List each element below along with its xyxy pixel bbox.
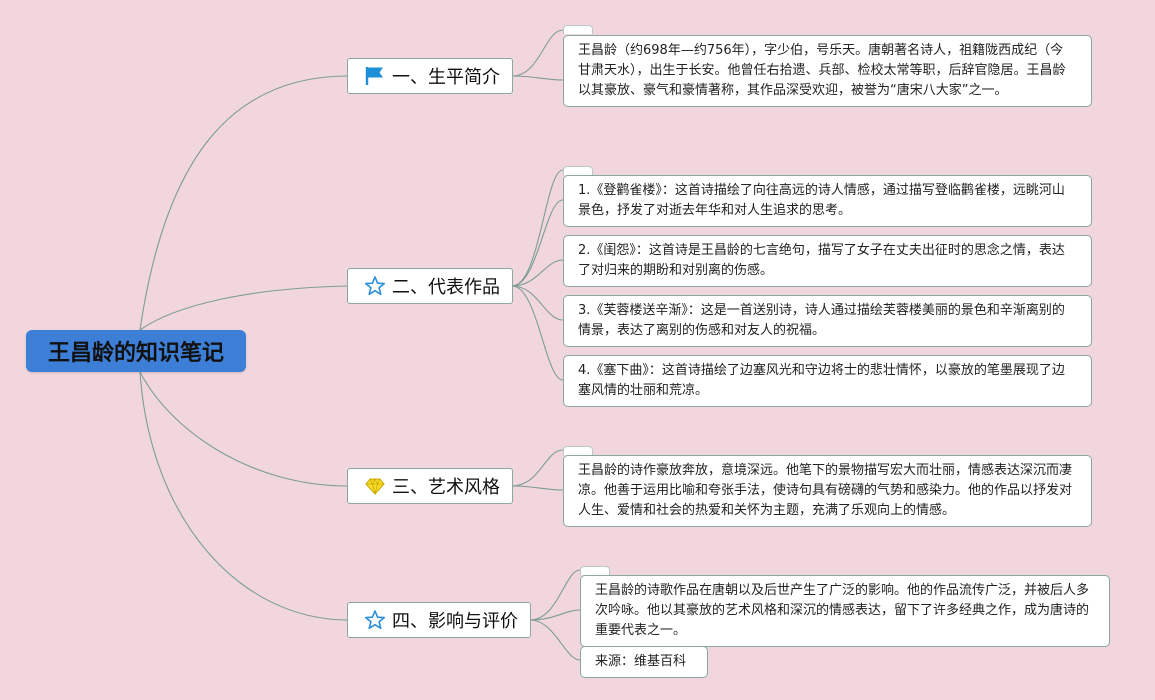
branch-biography[interactable]: 一、生平简介	[347, 58, 513, 94]
note-text: 王昌龄（约698年—约756年），字少伯，号乐天。唐朝著名诗人，祖籍陇西成纪（今…	[578, 43, 1066, 98]
note-text: 王昌龄的诗作豪放奔放，意境深远。他笔下的景物描写宏大而壮丽，情感表达深沉而凄凉。…	[578, 463, 1073, 518]
branch-label: 一、生平简介	[392, 67, 500, 88]
empty-node-tab	[563, 25, 593, 34]
note-work-3: 3.《芙蓉楼送辛渐》：这是一首送别诗，诗人通过描绘芙蓉楼美丽的景色和辛渐离别的情…	[563, 295, 1092, 347]
note-text: 2.《闺怨》：这首诗是王昌龄的七言绝句，描写了女子在丈夫出征时的思念之情，表达了…	[578, 243, 1065, 278]
note-biography: 王昌龄（约698年—约756年），字少伯，号乐天。唐朝著名诗人，祖籍陇西成纪（今…	[563, 35, 1092, 107]
branch-label: 二、代表作品	[392, 277, 500, 298]
branch-influence-evaluation[interactable]: 四、影响与评价	[347, 602, 531, 638]
note-work-2: 2.《闺怨》：这首诗是王昌龄的七言绝句，描写了女子在丈夫出征时的思念之情，表达了…	[563, 235, 1092, 287]
note-influence: 王昌龄的诗歌作品在唐朝以及后世产生了广泛的影响。他的作品流传广泛，并被后人多次吟…	[580, 575, 1110, 647]
note-text: 3.《芙蓉楼送辛渐》：这是一首送别诗，诗人通过描绘芙蓉楼美丽的景色和辛渐离别的情…	[578, 303, 1065, 338]
branch-artistic-style[interactable]: 三、艺术风格	[347, 468, 513, 504]
flag-icon	[364, 65, 386, 87]
branch-label: 四、影响与评价	[392, 611, 518, 632]
branch-label: 三、艺术风格	[392, 477, 500, 498]
note-work-1: 1.《登鹳雀楼》：这首诗描绘了向往高远的诗人情感，通过描写登临鹳雀楼，远眺河山景…	[563, 175, 1092, 227]
note-text: 王昌龄的诗歌作品在唐朝以及后世产生了广泛的影响。他的作品流传广泛，并被后人多次吟…	[595, 583, 1090, 638]
note-work-4: 4.《塞下曲》：这首诗描绘了边塞风光和守边将士的悲壮情怀，以豪放的笔墨展现了边塞…	[563, 355, 1092, 407]
empty-node-tab	[563, 446, 593, 455]
root-topic-label: 王昌龄的知识笔记	[47, 341, 224, 366]
star-icon	[364, 609, 386, 631]
note-text: 来源：维基百科	[595, 654, 687, 669]
note-artistic-style: 王昌龄的诗作豪放奔放，意境深远。他笔下的景物描写宏大而壮丽，情感表达深沉而凄凉。…	[563, 455, 1092, 527]
empty-node-tab	[580, 566, 610, 575]
empty-node-tab	[563, 166, 593, 175]
star-icon	[364, 275, 386, 297]
root-topic[interactable]: 王昌龄的知识笔记	[26, 330, 246, 372]
note-source: 来源：维基百科	[580, 646, 708, 678]
branch-representative-works[interactable]: 二、代表作品	[347, 268, 513, 304]
note-text: 1.《登鹳雀楼》：这首诗描绘了向往高远的诗人情感，通过描写登临鹳雀楼，远眺河山景…	[578, 183, 1065, 218]
note-text: 4.《塞下曲》：这首诗描绘了边塞风光和守边将士的悲壮情怀，以豪放的笔墨展现了边塞…	[578, 363, 1065, 398]
diamond-icon	[364, 475, 386, 497]
